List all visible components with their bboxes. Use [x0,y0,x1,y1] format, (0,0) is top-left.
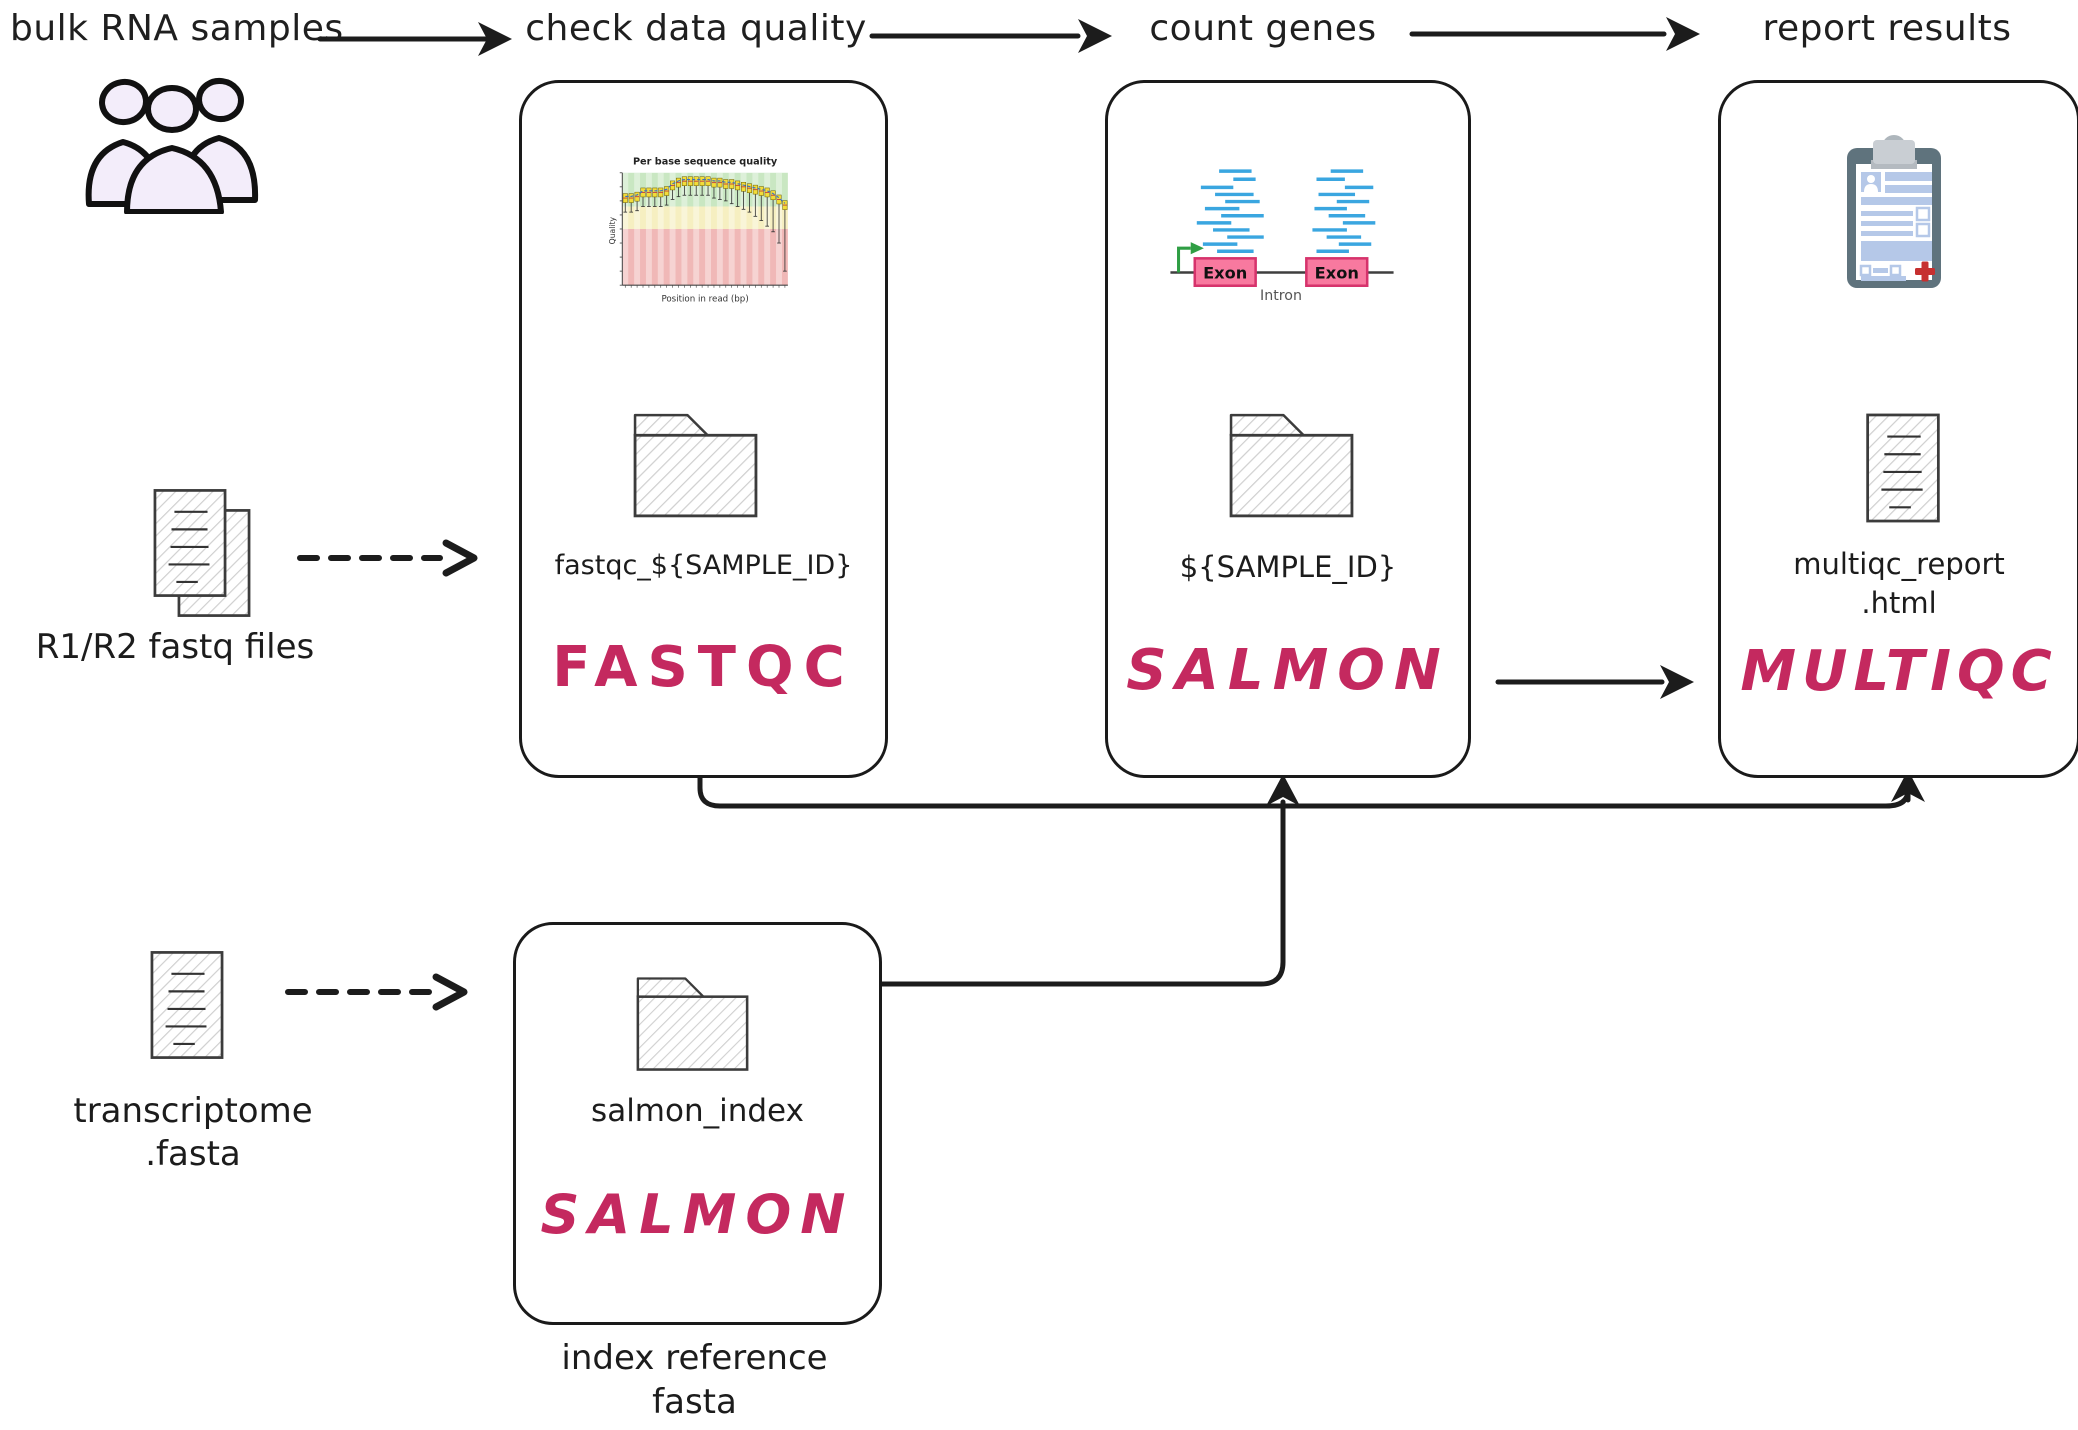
connector-index-to-salmon [875,799,1286,987]
salmon-quant-node: Exon Exon Intron ${SAMPLE_ID} SALMON [1105,80,1471,778]
fastqc-quality-chart: Per base sequence qualityQualityPosition… [608,157,788,305]
people-icon [85,77,259,214]
index-caption-line2: fasta [652,1382,737,1422]
transcriptome-label-line1: transcriptome [73,1091,313,1131]
index-caption-line1: index reference [561,1338,828,1378]
arrowhead-right-2 [1078,19,1112,53]
multiqc-node: multiqc_report .html MULTIQC [1718,80,2078,778]
intron-label: Intron [1260,288,1302,304]
stage-label-quality: check data quality [525,8,867,49]
salmon-output-dir: ${SAMPLE_ID} [1179,550,1397,584]
salmon-index-node: salmon_index SALMON [513,922,882,1325]
fastq-files-label: R1/R2 fastq files [35,627,315,667]
exon-right-label: Exon [1315,264,1359,283]
multiqc-tool-name: MULTIQC [1740,639,2058,704]
multiqc-output-file-line2: .html [1861,586,1937,620]
medical-cross-icon [1915,261,1935,282]
salmon-tool-name: SALMON [1126,638,1450,703]
file-icon [150,951,224,1059]
folder-icon [636,977,749,1071]
folder-icon [633,413,758,518]
salmon-index-output-dir: salmon_index [591,1093,804,1129]
arrowhead-right-3 [1666,17,1700,51]
svg-text:Position in read (bp): Position in read (bp) [661,295,748,305]
file-icon [153,489,227,597]
multiqc-output-file-line1: multiqc_report [1793,547,2005,581]
folder-icon [1229,413,1354,518]
clipboard-report-icon [1847,135,1941,288]
stage-label-report: report results [1762,8,2012,49]
index-caption: index reference fasta [513,1336,876,1424]
stage-label-count: count genes [1149,8,1377,49]
fastqc-output-dir: fastqc_${SAMPLE_ID} [554,550,853,581]
arrowhead-up-salmon [1266,774,1300,806]
transcriptome-label-line2: .fasta [145,1134,241,1174]
promoter-arrow [1177,246,1191,273]
exon-box-right [1305,257,1369,287]
file-icon [1866,413,1940,523]
exon-box-left [1193,257,1257,287]
fastqc-tool-name: FASTQC [552,635,855,700]
arrowhead-right-1 [478,22,512,56]
gene-model-diagram: Exon Exon Intron [1170,169,1394,304]
transcriptome-label: transcriptome .fasta [13,1090,373,1176]
arrowhead-right-4 [1660,665,1694,699]
stage-label-samples: bulk RNA samples [10,8,344,49]
exon-left-label: Exon [1203,264,1247,283]
salmon-index-tool-name: SALMON [540,1183,855,1246]
svg-text:Per base sequence quality: Per base sequence quality [633,157,778,168]
svg-text:Quality: Quality [608,216,617,244]
